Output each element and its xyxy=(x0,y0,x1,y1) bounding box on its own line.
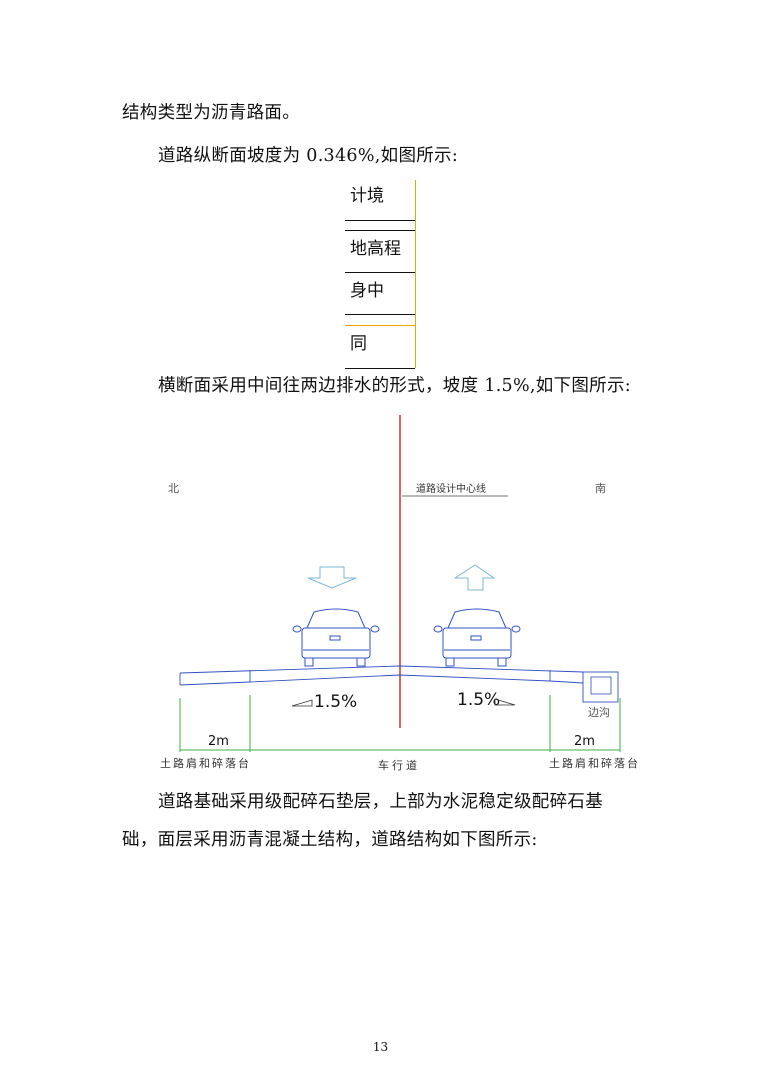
up-arrow-icon xyxy=(453,564,496,591)
dim-left-label: 2m xyxy=(208,734,229,749)
shoulder-left-label: 土路肩和碎落台 xyxy=(160,756,251,770)
dim-right-label: 2m xyxy=(574,734,595,749)
road-section xyxy=(179,665,584,686)
table-divider xyxy=(345,230,415,231)
paragraph-longitudinal-slope: 道路纵断面坡度为 0.346%,如图所示: xyxy=(158,146,459,166)
south-label: 南 xyxy=(595,482,606,495)
table-cell: 同 xyxy=(350,334,367,354)
car-icon xyxy=(433,608,521,667)
ditch xyxy=(582,671,619,703)
car-icon xyxy=(292,608,380,667)
table-divider xyxy=(345,325,415,326)
paragraph-structure-2: 础，面层采用沥青混凝土结构，道路结构如下图所示: xyxy=(122,830,538,850)
paragraph-cross-slope: 横断面采用中间往两边排水的形式，坡度 1.5%,如下图所示: xyxy=(158,376,631,396)
slope-left-label: 1.5% xyxy=(314,692,357,712)
table-divider xyxy=(345,220,415,221)
table-divider xyxy=(345,272,415,273)
page-number: 13 xyxy=(372,1040,389,1054)
table-cell: 身中 xyxy=(350,281,384,301)
table-cell: 地高程 xyxy=(350,239,401,259)
dimension-lines xyxy=(179,695,621,752)
carriageway-label: 车行道 xyxy=(378,758,420,772)
table-divider xyxy=(345,368,415,369)
centerline-label: 道路设计中心线 xyxy=(416,482,486,495)
ditch-label: 边沟 xyxy=(588,706,610,719)
slope-right-label: 1.5% xyxy=(457,690,500,710)
north-label: 北 xyxy=(168,482,179,495)
slope-icon xyxy=(291,699,313,707)
table-cell: 计境 xyxy=(350,186,384,206)
shoulder-right-label: 土路肩和碎落台 xyxy=(549,756,640,770)
table-divider xyxy=(345,314,415,315)
paragraph-structure-1: 道路基础采用级配碎石垫层，上部为水泥稳定级配碎石基 xyxy=(158,792,603,812)
paragraph-structure-type: 结构类型为沥青路面。 xyxy=(122,103,300,123)
table-vertical-line xyxy=(415,180,416,368)
slope-icon xyxy=(494,698,516,706)
ditch-inner xyxy=(590,676,612,695)
down-arrow-icon xyxy=(307,566,357,589)
